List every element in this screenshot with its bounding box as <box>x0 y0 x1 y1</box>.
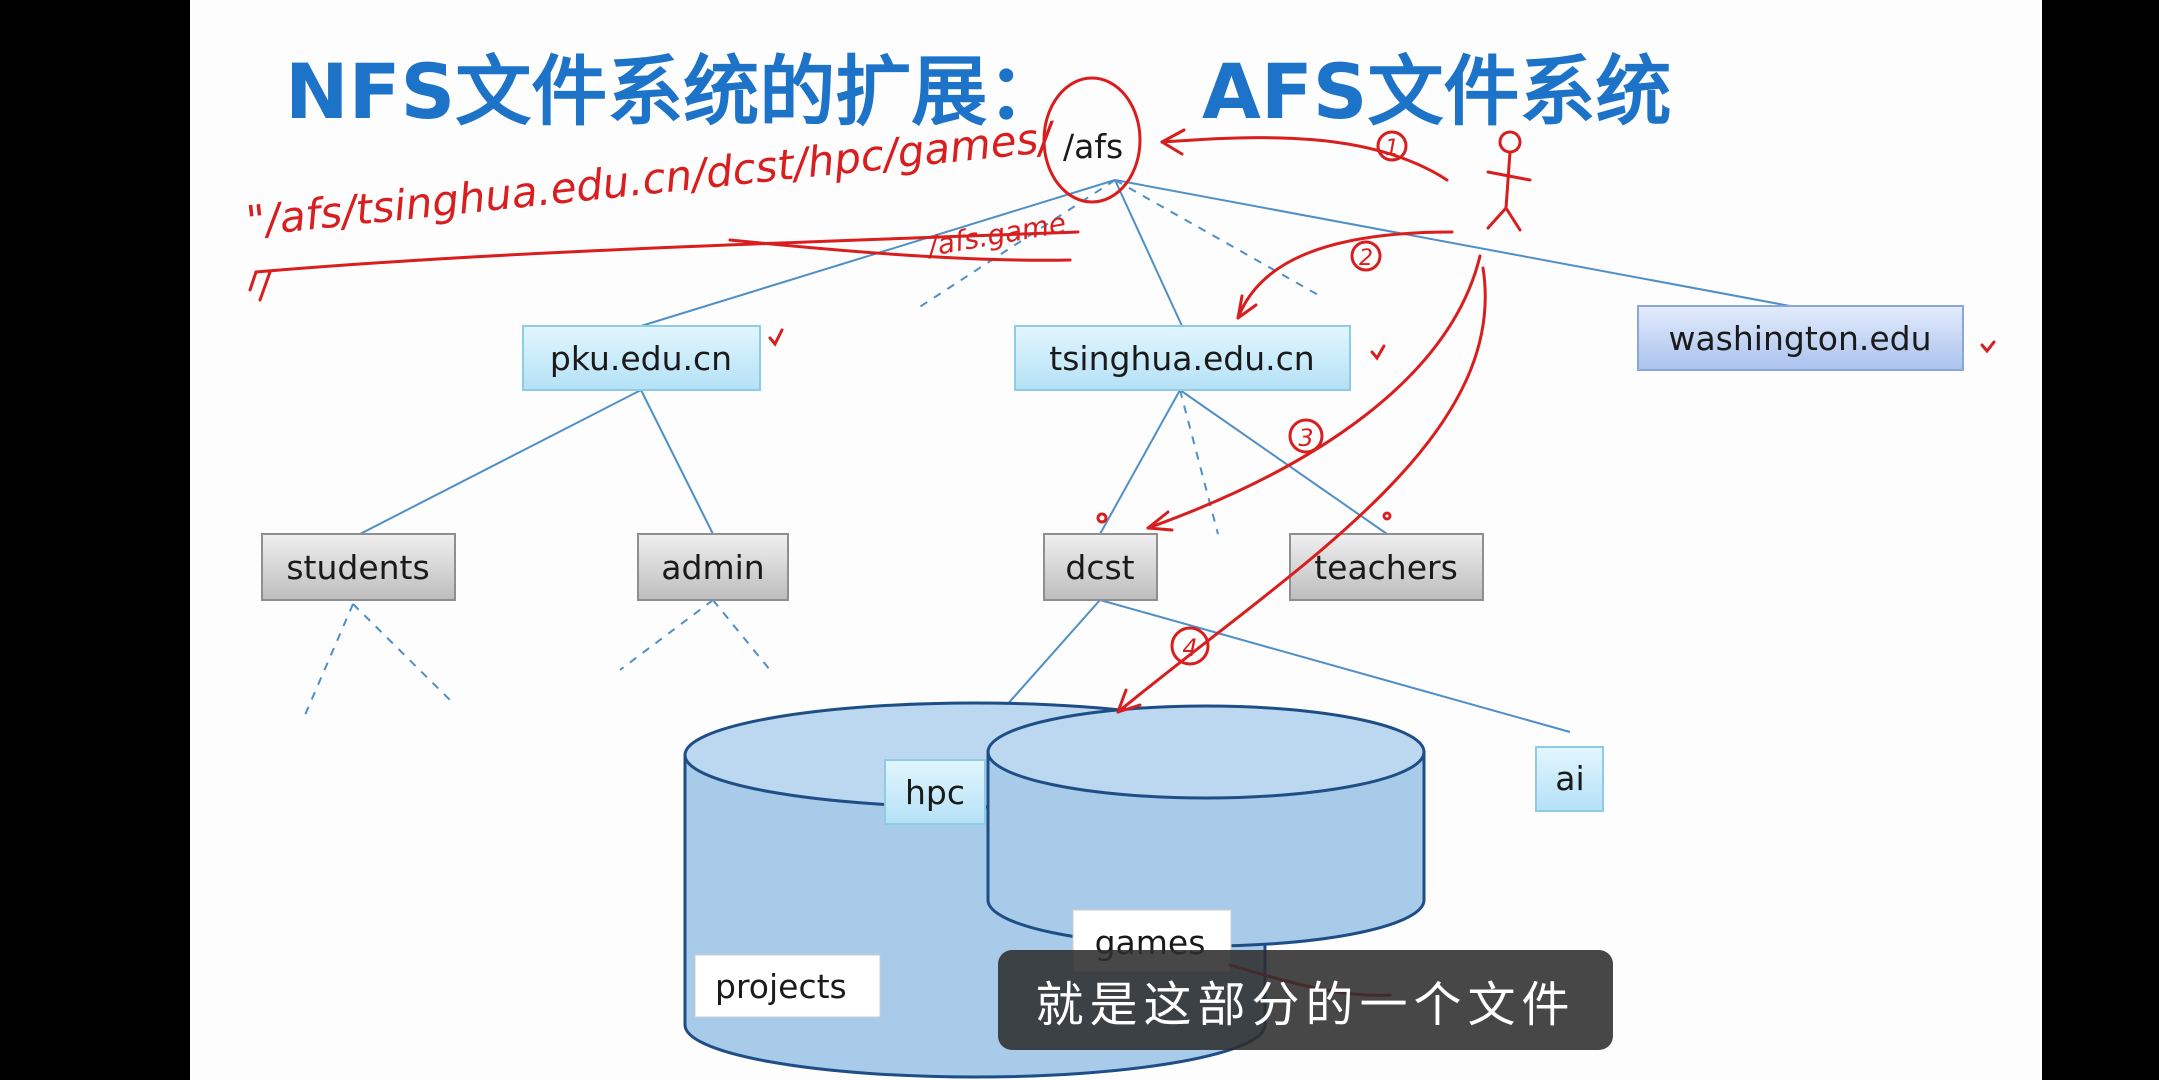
dot-teachers <box>1382 511 1392 521</box>
node-ai[interactable]: ai <box>1535 746 1604 812</box>
root-circle <box>1042 76 1142 204</box>
path-underline <box>254 230 1080 274</box>
ink-annotations <box>248 76 1996 997</box>
arrow-step-4 <box>1116 266 1487 714</box>
dot-dcst <box>1096 512 1108 524</box>
svg-text:washington.edu: washington.edu <box>1668 319 1931 358</box>
node-admin[interactable]: admin <box>637 533 789 601</box>
svg-text:students: students <box>286 548 429 587</box>
svg-text:/afs: /afs <box>1063 127 1123 166</box>
svg-text:teachers: teachers <box>1314 548 1458 587</box>
step-4-circle <box>1170 626 1210 666</box>
path-arrow-tip <box>248 270 272 302</box>
svg-text:projects: projects <box>715 967 847 1006</box>
arrow-step-1 <box>1160 136 1449 182</box>
node-tsinghua[interactable]: tsinghua.edu.cn <box>1014 325 1351 391</box>
handwritten-alias: /afs.game <box>923 206 1069 263</box>
node-students[interactable]: students <box>261 533 456 601</box>
slide-title-left: NFS文件系统的扩展： <box>285 47 1063 136</box>
check-tsinghua <box>1370 344 1386 361</box>
node-projects[interactable]: projects <box>694 954 881 1018</box>
afs-diagram: NFS文件系统的扩展： AFS文件系统 /afs <box>244 47 1996 1079</box>
step-2-label: 2 <box>1359 246 1373 271</box>
svg-text:dcst: dcst <box>1065 548 1134 587</box>
step-2-circle <box>1350 240 1382 272</box>
check-washington <box>1980 340 1996 354</box>
node-pku[interactable]: pku.edu.cn <box>522 325 761 391</box>
volume-ai-cylinder <box>986 704 1426 948</box>
svg-text:hpc: hpc <box>905 773 965 812</box>
check-pku <box>768 328 784 347</box>
slide-title-right: AFS文件系统 <box>1202 47 1671 136</box>
arrow-step-3 <box>1146 254 1482 530</box>
svg-text:tsinghua.edu.cn: tsinghua.edu.cn <box>1049 339 1314 378</box>
step-3-circle <box>1288 418 1324 454</box>
node-root-afs[interactable]: /afs <box>1063 127 1123 166</box>
svg-text:pku.edu.cn: pku.edu.cn <box>550 339 732 378</box>
node-hpc[interactable]: hpc <box>884 759 986 825</box>
svg-text:ai: ai <box>1555 759 1584 798</box>
lecture-slide: NFS文件系统的扩展： AFS文件系统 /afs <box>190 0 2042 1080</box>
arrow-step-2 <box>1236 230 1454 320</box>
svg-text:admin: admin <box>661 548 764 587</box>
node-dcst[interactable]: dcst <box>1043 533 1158 601</box>
step-1-label: 1 <box>1385 136 1399 161</box>
step-3-label: 3 <box>1298 424 1313 452</box>
node-teachers[interactable]: teachers <box>1289 533 1484 601</box>
stick-figure-body <box>1486 150 1532 232</box>
video-subtitle: 就是这部分的一个文件 <box>998 950 1613 1050</box>
step-4-label: 4 <box>1182 634 1197 662</box>
node-washington[interactable]: washington.edu <box>1637 305 1964 371</box>
step-1-circle <box>1376 130 1408 162</box>
